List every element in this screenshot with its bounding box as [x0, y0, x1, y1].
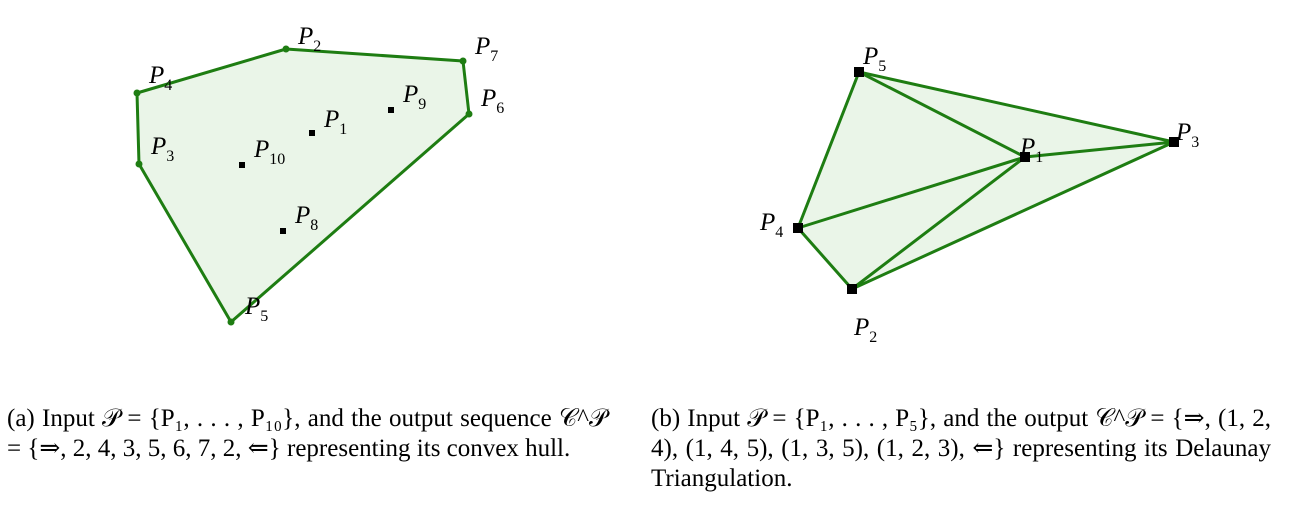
caption-b: (b) Input 𝒫 = {P₁, . . . , P₅}, and the …: [651, 405, 1271, 492]
edge-p1-p3: [1023, 140, 1176, 159]
edge-p2-p3: [850, 140, 1176, 291]
triangulation-fill: [798, 72, 1174, 289]
hull-vertex-p2: [282, 45, 290, 53]
label-b-p5: P5: [862, 43, 886, 75]
label-a-p6: P6: [480, 85, 504, 117]
vertex-b-p1: [1020, 152, 1030, 162]
vertex-b-p4: [793, 223, 803, 233]
hull-vertex-p3: [135, 160, 143, 168]
edge-p1-p4: [796, 155, 1027, 230]
vertex-b-p5: [854, 67, 864, 77]
label-a-p5: P5: [244, 293, 268, 325]
edge-p1-p5: [857, 70, 1027, 159]
caption-a: (a) Input 𝒫 = {P₁, . . . , P₁₀}, and the…: [7, 405, 607, 462]
edge-p3-p5: [857, 70, 1176, 144]
edge-p1-p2: [850, 155, 1027, 291]
interior-point-p1: [309, 130, 315, 136]
hull-vertex-p6: [465, 110, 473, 118]
vertex-b-p2: [847, 284, 857, 294]
label-b-p2: P2: [853, 314, 877, 346]
edge-p4-p5: [796, 70, 861, 230]
label-b-p4: P4: [759, 209, 783, 241]
hull-vertex-p7: [459, 57, 467, 65]
hull-vertex-p4: [133, 89, 141, 97]
edge-p2-p4: [796, 226, 854, 291]
hull-vertex-p5: [227, 318, 235, 326]
interior-point-p8: [280, 228, 286, 234]
vertex-b-p3: [1169, 137, 1179, 147]
convex-hull-polygon: [135, 47, 471, 324]
label-a-p7: P7: [474, 33, 498, 65]
interior-point-p10: [239, 162, 245, 168]
interior-point-p9: [388, 107, 394, 113]
